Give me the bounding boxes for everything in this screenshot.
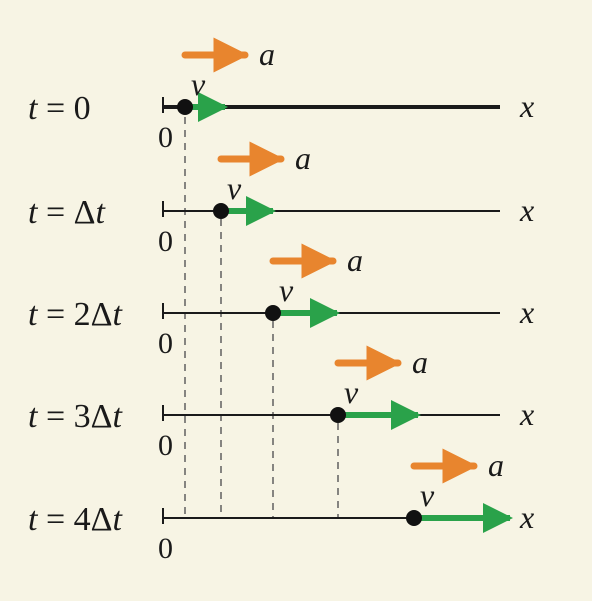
acceleration-label: a [295, 140, 311, 176]
dashed-guide-lines [184, 117, 415, 526]
time-label: t = Δt [28, 194, 107, 231]
time-label: t = 2Δt [28, 296, 124, 333]
x-axis-label: x [519, 294, 534, 330]
frame-row: t = 0 0 x a v [28, 36, 534, 154]
frame-row: t = Δt 0 x a v [28, 140, 534, 258]
particle-dot [406, 510, 422, 526]
velocity-label: v [420, 477, 435, 513]
velocity-label: v [279, 272, 294, 308]
x-axis-label: x [519, 192, 534, 228]
particle-dot [330, 407, 346, 423]
origin-label: 0 [158, 225, 173, 258]
origin-label: 0 [158, 429, 173, 462]
frame-row: t = 4Δt 0 xa v [28, 447, 534, 565]
particle-dot [265, 305, 281, 321]
frame-row: t = 2Δt 0 x a v [28, 242, 534, 360]
time-label: t = 4Δt [28, 501, 124, 538]
acceleration-label: a [259, 36, 275, 72]
acceleration-label: a [347, 242, 363, 278]
particle-dot [213, 203, 229, 219]
frame-row: t = 3Δt 0 x a v [28, 344, 534, 462]
time-label: t = 3Δt [28, 398, 124, 435]
origin-label: 0 [158, 121, 173, 154]
velocity-label: v [344, 374, 359, 410]
particle-dot [177, 99, 193, 115]
x-axis-label: x [519, 499, 534, 535]
acceleration-label: a [488, 447, 504, 483]
origin-label: 0 [158, 327, 173, 360]
time-label: t = 0 [28, 90, 91, 127]
x-axis-label: x [519, 88, 534, 124]
x-axis-label: x [519, 396, 534, 432]
acceleration-label: a [412, 344, 428, 380]
velocity-label: v [191, 66, 206, 102]
origin-label: 0 [158, 532, 173, 565]
velocity-label: v [227, 170, 242, 206]
